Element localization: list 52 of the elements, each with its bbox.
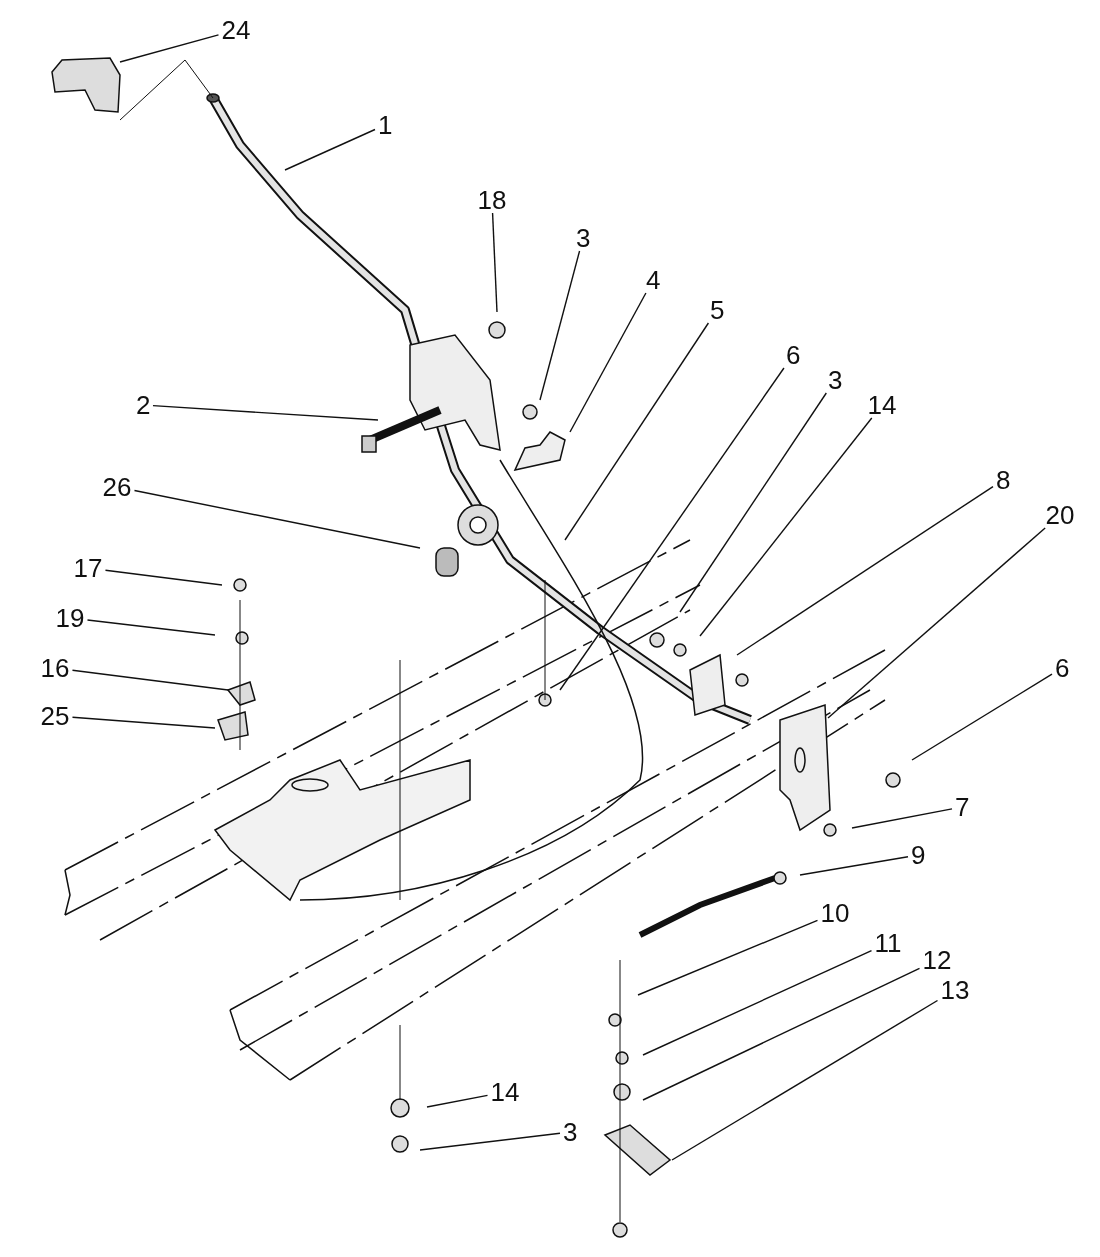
callout-number: 2 xyxy=(136,391,151,419)
leader-line xyxy=(86,619,216,636)
callout-number: 6 xyxy=(786,341,801,369)
callout-number: 7 xyxy=(955,793,970,821)
leader-line xyxy=(491,212,498,313)
leader-line xyxy=(911,673,1053,761)
leader-line xyxy=(642,967,921,1101)
callout-number: 12 xyxy=(922,946,952,974)
callout-number: 26 xyxy=(102,473,132,501)
callout-number: 20 xyxy=(1045,501,1075,529)
leader-line xyxy=(827,527,1046,719)
leader-line xyxy=(671,999,939,1161)
leader-line xyxy=(419,1132,561,1151)
callout-number: 18 xyxy=(477,186,507,214)
callout-number: 13 xyxy=(940,976,970,1004)
leader-line xyxy=(119,34,220,63)
leader-line xyxy=(637,919,819,996)
callout-number: 25 xyxy=(40,702,70,730)
callout-number: 14 xyxy=(490,1078,520,1106)
leader-line xyxy=(152,404,379,421)
callout-number: 10 xyxy=(820,899,850,927)
callout-number: 24 xyxy=(221,16,251,44)
leader-line xyxy=(851,808,953,829)
leader-line xyxy=(736,485,994,656)
callout-number: 9 xyxy=(911,841,926,869)
callout-number: 3 xyxy=(576,224,591,252)
leader-line xyxy=(539,250,581,401)
callout-number: 16 xyxy=(40,654,70,682)
callout-number: 14 xyxy=(867,391,897,419)
leader-line xyxy=(679,392,827,613)
leader-line xyxy=(426,1094,489,1108)
leader-line xyxy=(71,669,229,691)
callout-number: 8 xyxy=(996,466,1011,494)
callout-number: 3 xyxy=(828,366,843,394)
callout-number: 6 xyxy=(1055,654,1070,682)
leader-line xyxy=(284,128,376,171)
leader-line xyxy=(133,489,421,549)
leader-line xyxy=(71,716,216,729)
leader-line xyxy=(569,292,647,433)
callout-number: 11 xyxy=(874,929,902,957)
callout-number: 1 xyxy=(378,111,393,139)
leader-line xyxy=(104,569,223,586)
leader-line xyxy=(642,949,873,1056)
leader-line xyxy=(559,367,785,691)
leader-line xyxy=(799,856,909,876)
leader-line xyxy=(564,322,710,541)
callout-number: 17 xyxy=(73,554,103,582)
callout-number: 4 xyxy=(646,266,661,294)
callout-number: 19 xyxy=(55,604,85,632)
callout-number: 3 xyxy=(563,1118,578,1146)
leader-line xyxy=(699,417,873,637)
callout-number: 5 xyxy=(710,296,725,324)
